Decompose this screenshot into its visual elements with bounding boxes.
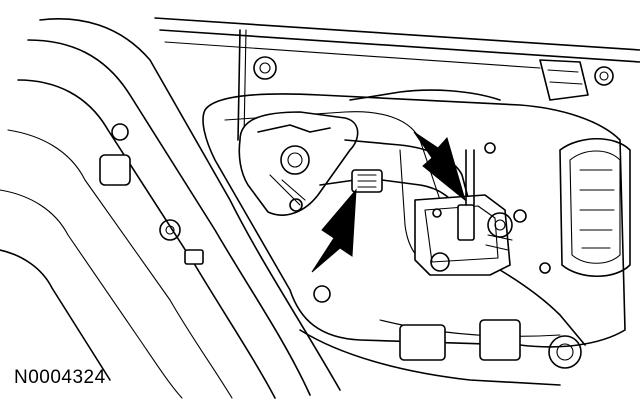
door-panel-outline <box>0 17 341 399</box>
callout-arrow-latch-rod <box>413 131 466 202</box>
door-latch-assembly <box>414 149 527 276</box>
grommet <box>548 335 582 369</box>
speaker-opening <box>559 137 631 277</box>
fastener-hole <box>111 123 129 141</box>
fastener-hole <box>253 56 277 80</box>
clip <box>184 249 204 265</box>
callout-arrow-connector <box>311 188 357 273</box>
inner-handle-housing <box>238 111 359 216</box>
lower-cutout <box>479 319 521 361</box>
figure-id-label: N0004324 <box>14 367 106 388</box>
fastener-hole <box>159 219 181 241</box>
fastener-hole <box>484 142 496 154</box>
fastener-holes <box>99 56 582 369</box>
callout-arrows <box>311 131 466 273</box>
latch-rod-clip <box>457 204 475 241</box>
clip-bracket <box>99 154 131 186</box>
fastener-hole <box>313 285 331 303</box>
lower-cutout <box>399 324 446 361</box>
window-channel-rail <box>154 17 640 141</box>
upper-bracket <box>539 59 614 101</box>
